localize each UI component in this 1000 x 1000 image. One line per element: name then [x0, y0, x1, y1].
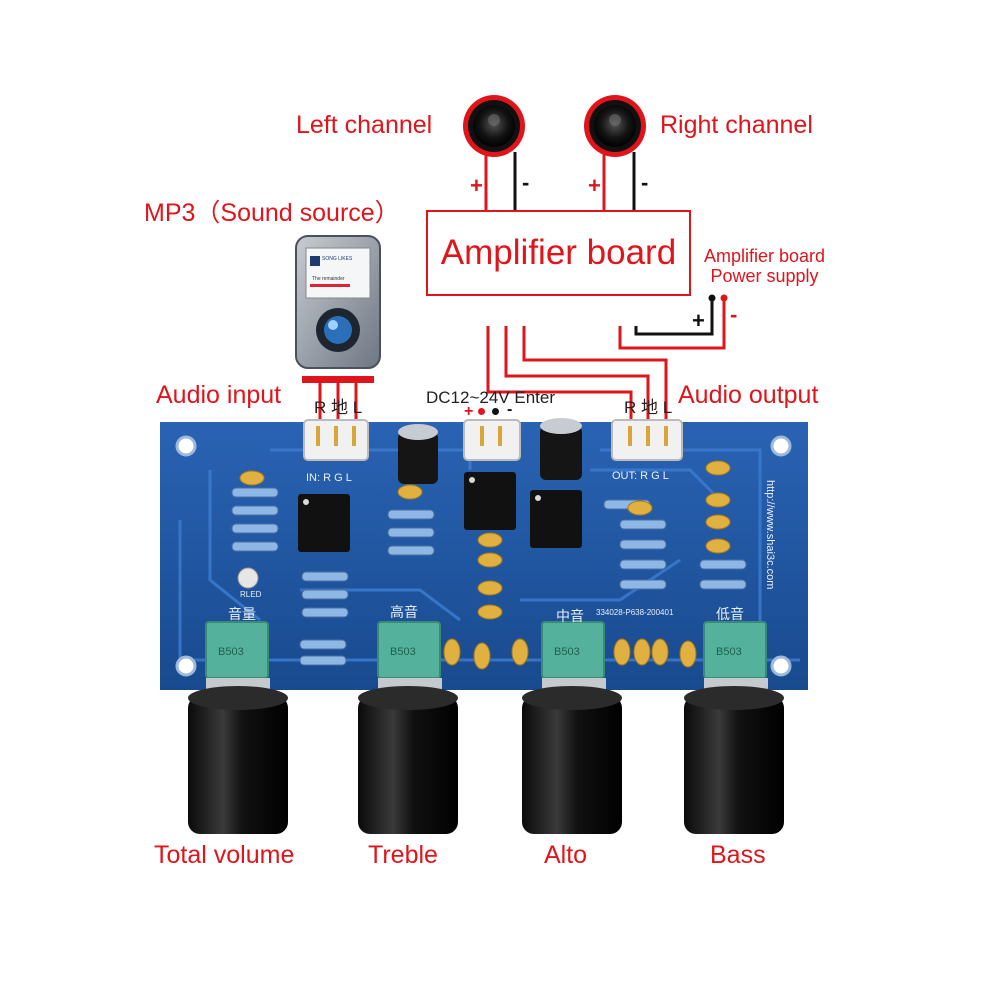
board-power-plus: +: [464, 403, 474, 420]
amplifier-board-box: Amplifier board: [426, 210, 691, 296]
board-power-minus-dot: [492, 408, 499, 415]
silk-bass: 低音: [716, 607, 744, 623]
bass-label: Bass: [710, 841, 766, 869]
left-speaker-minus: -: [522, 170, 530, 195]
audio-output-label: Audio output: [678, 381, 819, 409]
alto-knob[interactable]: [522, 678, 622, 834]
mp3-screen-subtitle: The remainder: [312, 276, 345, 282]
power-input-label: DC12~24V Enter: [426, 388, 555, 407]
right-speaker-icon: [584, 95, 646, 157]
board-power-plus-dot: [478, 408, 485, 415]
silk-out-label: OUT: R G L: [612, 470, 669, 482]
power-supply-wires: [618, 298, 726, 350]
alto-label: Alto: [544, 841, 588, 869]
pot-code-volume: B503: [218, 646, 244, 658]
audio-input-wires: [318, 383, 358, 420]
amplifier-power-label: Amplifier board Power supply: [704, 246, 826, 287]
audio-output-wires: [486, 326, 668, 420]
volume-knob[interactable]: [188, 678, 288, 834]
mp3-source-label: MP3（Sound source）: [144, 199, 400, 227]
right-channel-label: Right channel: [660, 111, 813, 139]
total-volume-label: Total volume: [154, 841, 295, 869]
amplifier-power-label-line2: Power supply: [710, 265, 819, 286]
amplifier-power-label-line1: Amplifier board: [704, 246, 826, 266]
right-speaker-plus: +: [588, 173, 601, 198]
mp3-cable-bar: [302, 376, 374, 383]
silk-led: RLED: [240, 590, 262, 599]
audio-input-label: Audio input: [156, 381, 282, 409]
left-speaker-plus: +: [470, 173, 483, 198]
power-minus-dot: [708, 294, 716, 302]
pot-code-bass: B503: [716, 646, 742, 658]
mp3-screen-title: SONG LIKES: [322, 256, 353, 262]
amplifier-board-label: Amplifier board: [440, 233, 677, 272]
left-channel-label: Left channel: [296, 111, 433, 139]
silk-alto: 中音: [556, 609, 584, 625]
board-power-minus: -: [507, 401, 513, 418]
right-speaker-minus: -: [641, 170, 649, 195]
left-speaker-icon: [463, 95, 525, 157]
silk-code: 334028-P638-200401: [596, 608, 674, 617]
bass-knob[interactable]: [684, 678, 784, 834]
power-minus-sign: -: [730, 302, 738, 327]
silk-in-label: IN: R G L: [306, 472, 352, 484]
treble-knob[interactable]: [358, 678, 458, 834]
power-plus-sign: +: [692, 308, 705, 333]
mp3-player-icon: [295, 235, 381, 369]
pot-code-treble: B503: [390, 646, 416, 658]
power-plus-dot: [720, 294, 728, 302]
output-pin-labels: R 地 L: [624, 398, 673, 417]
speaker-wires: [484, 152, 636, 212]
tone-control-board: [160, 418, 808, 690]
pot-code-alto: B503: [554, 646, 580, 658]
silk-url: http://www.shai3c.com: [764, 480, 776, 590]
silk-volume: 音量: [228, 607, 256, 623]
silk-treble: 高音: [390, 605, 418, 621]
input-pin-labels: R 地 L: [314, 398, 363, 417]
treble-label: Treble: [368, 841, 438, 869]
